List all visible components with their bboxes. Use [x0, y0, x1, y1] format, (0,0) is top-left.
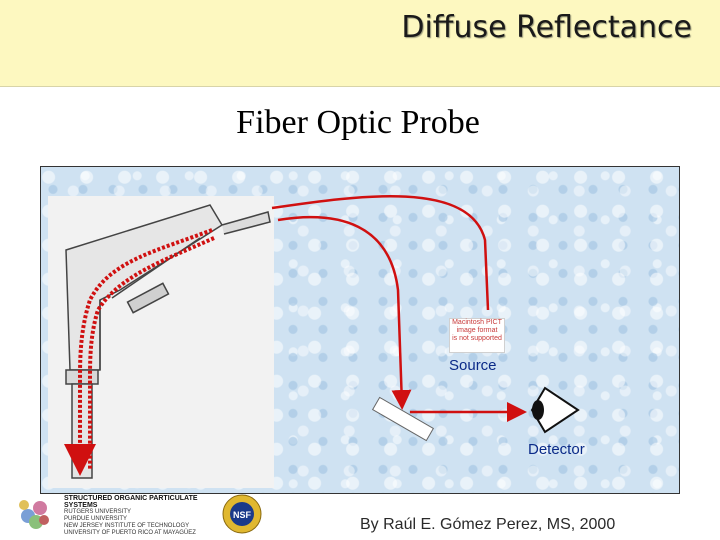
sample-slab: [371, 396, 435, 442]
svg-text:NSF: NSF: [233, 510, 252, 520]
nsf-seal-icon: NSF: [222, 494, 262, 534]
pict-line-2: image format: [456, 327, 498, 334]
source-label: Source: [449, 357, 497, 374]
slide-title: Diffuse Reflectance: [401, 10, 692, 45]
logo-line-2: RUTGERS UNIVERSITY: [64, 509, 132, 515]
logo-line-1: STRUCTURED ORGANIC PARTICULATE SYSTEMS: [64, 495, 198, 509]
slide-subtitle: Fiber Optic Probe: [236, 104, 480, 141]
source-fiber-arrow: [271, 195, 490, 311]
logo-line-4: NEW JERSEY INSTITUTE OF TECHNOLOGY: [64, 523, 190, 529]
light-path-dotted: [64, 228, 215, 476]
sops-logo-text: STRUCTURED ORGANIC PARTICULATE SYSTEMS R…: [64, 495, 224, 537]
pict-line-1: Macintosh PICT: [452, 319, 502, 326]
logo-line-5: UNIVERSITY OF PUERTO RICO AT MAYAGÜEZ: [64, 530, 196, 536]
molecule-logo: [19, 500, 49, 529]
eye-icon: [530, 386, 580, 434]
author-credit: By Raúl E. Gómez Perez, MS, 2000: [360, 516, 616, 533]
return-fiber-arrow: [277, 216, 412, 410]
pict-line-3: is not supported: [452, 335, 502, 342]
pict-placeholder: Macintosh PICT image format is not suppo…: [449, 318, 505, 353]
header-bar: Diffuse Reflectance: [0, 0, 720, 87]
detector-label: Detector: [528, 441, 585, 458]
logo-line-3: PURDUE UNIVERSITY: [64, 516, 128, 522]
